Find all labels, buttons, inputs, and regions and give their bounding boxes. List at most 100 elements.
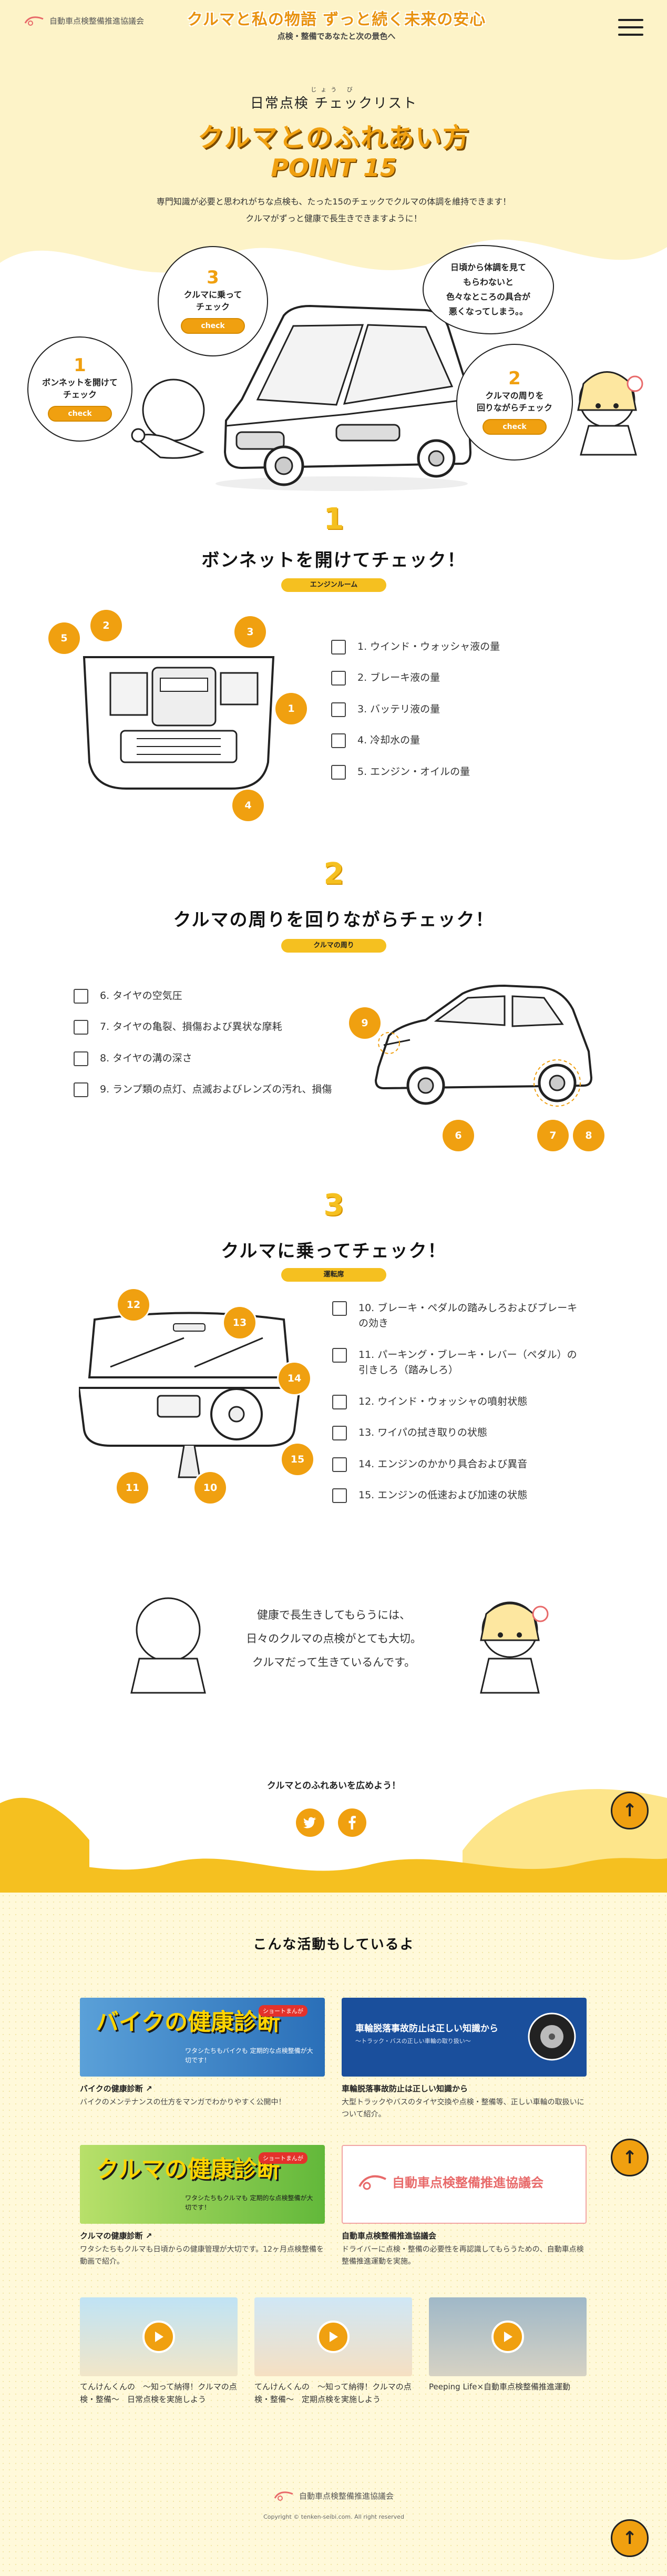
logo-text: 自動車点検整備推進協議会	[49, 16, 145, 26]
play-glyph	[504, 2332, 512, 2342]
video-caption[interactable]: てんけんくんの 〜知って納得！クルマの点検・整備〜 日常点検を実施しよう	[80, 2382, 237, 2404]
logo-mark-icon	[274, 2491, 293, 2501]
checkbox[interactable]	[332, 1426, 347, 1441]
engine-marker[interactable]: 2	[90, 610, 122, 641]
header-logo[interactable]: 自動車点検整備推進協議会	[24, 15, 144, 26]
external-link-icon: ↗	[145, 2231, 152, 2241]
cockpit-marker[interactable]: 12	[118, 1289, 149, 1321]
cockpit-marker[interactable]: 11	[117, 1472, 148, 1504]
checklist-item[interactable]: 10. ブレーキ・ペダルの踏みしろおよびブレーキの効き	[332, 1301, 584, 1332]
checklist-item[interactable]: 12. ウインド・ウォッシャの噴射状態	[332, 1394, 584, 1409]
back-to-top-button[interactable]: ↑	[611, 2139, 649, 2176]
checkbox[interactable]	[332, 1394, 347, 1409]
intro-text: 専門知識が必要と思われがちな点検も、たった15のチェックでクルマの体調を維持でき…	[95, 193, 573, 227]
checklist-item-label: 5. エンジン・オイルの量	[357, 765, 470, 778]
checklist-item[interactable]: 14. エンジンのかかり具合および異音	[332, 1457, 584, 1472]
checkbox[interactable]	[331, 702, 346, 717]
engine-marker[interactable]: 1	[275, 693, 307, 724]
checklist-item-label: 11. パーキング・ブレーキ・レバー（ペダル）の引きしろ（踏みしろ）	[358, 1348, 577, 1376]
intro-line: 専門知識が必要と思われがちな点検も、たった15のチェックでクルマの体調を維持でき…	[156, 197, 511, 207]
car-marker[interactable]: 7	[537, 1120, 569, 1151]
banner-badge: ショートまんが	[259, 2005, 307, 2017]
car-side-illustration	[374, 984, 593, 1107]
cockpit-marker[interactable]: 15	[282, 1444, 313, 1475]
banner-association[interactable]: 自動車点検整備推進協議会	[342, 2145, 587, 2224]
logo-mark-icon	[24, 16, 44, 26]
checkbox[interactable]	[331, 671, 346, 686]
car-marker[interactable]: 9	[349, 1007, 381, 1039]
checklist-item[interactable]: 11. パーキング・ブレーキ・レバー（ペダル）の引きしろ（踏みしろ）	[332, 1347, 584, 1378]
cockpit-marker[interactable]: 14	[279, 1363, 310, 1394]
checklist-item[interactable]: 1. ウインド・ウォッシャ液の量	[331, 639, 573, 655]
checkbox[interactable]	[332, 1347, 347, 1363]
bubble-point-3[interactable]: 3 クルマに乗って チェック check	[158, 246, 268, 356]
video-thumbnail-3[interactable]	[429, 2297, 587, 2376]
checklist-item-label: 10. ブレーキ・ペダルの踏みしろおよびブレーキの効き	[358, 1302, 578, 1330]
card-title[interactable]: バイクの健康診断 ↗	[80, 2083, 152, 2094]
banner-bike-health[interactable]: バイクの健康診断 ショートまんが ワタシたちもバイクも 定期的な点検整備が大切で…	[80, 1998, 325, 2077]
checkbox[interactable]	[74, 1051, 88, 1066]
banner-car-health[interactable]: クルマの健康診断 ショートまんが ワタシたちもクルマも 定期的な点検整備が大切で…	[80, 2145, 325, 2224]
card-title-text: バイクの健康診断	[80, 2084, 143, 2093]
checklist-item[interactable]: 2. ブレーキ液の量	[331, 670, 573, 686]
checkbox[interactable]	[74, 989, 88, 1004]
banner-title: クルマの健康診断	[96, 2156, 280, 2183]
checkbox[interactable]	[331, 640, 346, 655]
checklist-item-label: 2. ブレーキ液の量	[357, 672, 440, 684]
checklist-item[interactable]: 6. タイヤの空気圧	[74, 988, 347, 1004]
card-title[interactable]: 車輪脱落事故防止は正しい知識から	[342, 2084, 468, 2093]
checklist-item[interactable]: 15. エンジンの低速および加速の状態	[332, 1488, 584, 1504]
check-button-3[interactable]: check	[181, 318, 245, 334]
closing-line: 日々のクルマの点検がとても大切。	[246, 1632, 422, 1645]
checkbox[interactable]	[332, 1301, 347, 1316]
checkbox[interactable]	[74, 1082, 88, 1098]
video-caption[interactable]: Peeping Life×自動車点検整備推進運動	[429, 2382, 571, 2391]
play-glyph	[155, 2332, 163, 2342]
engine-marker[interactable]: 5	[48, 622, 80, 654]
cockpit-marker[interactable]: 13	[224, 1307, 255, 1338]
activities-title: こんな活動もしているよ	[253, 1937, 415, 1953]
check-button-1[interactable]: check	[48, 406, 112, 422]
checkbox[interactable]	[332, 1488, 347, 1504]
checkbox[interactable]	[331, 733, 346, 749]
banner-wheel-safety[interactable]: 車輪脱落事故防止は正しい知識から ～トラック・バスの正しい車輪の取り扱い～	[342, 1998, 587, 2077]
checklist-ruby: じょう び	[311, 86, 357, 93]
car-marker[interactable]: 8	[573, 1120, 604, 1151]
thought-line: もらわないと	[463, 277, 514, 287]
checkbox[interactable]	[332, 1457, 347, 1472]
bubble-line: チェック	[63, 390, 97, 400]
twitter-icon[interactable]	[296, 1808, 324, 1837]
checklist-item[interactable]: 13. ワイパの拭き取りの状態	[332, 1425, 584, 1441]
checklist-label-text: 日常点検 チェックリスト	[250, 96, 418, 111]
banner-badge: ショートまんが	[259, 2152, 307, 2164]
card-title[interactable]: クルマの健康診断 ↗	[80, 2230, 152, 2241]
footer-logo[interactable]: 自動車点検整備推進協議会	[268, 2490, 399, 2501]
cockpit-marker[interactable]: 10	[194, 1472, 226, 1504]
checkbox[interactable]	[74, 1020, 88, 1035]
checklist-item[interactable]: 4. 冷却水の量	[331, 733, 573, 749]
checklist-item[interactable]: 5. エンジン・オイルの量	[331, 764, 573, 780]
engine-marker[interactable]: 3	[234, 616, 266, 648]
checklist-item[interactable]: 7. タイヤの亀裂、損傷および異状な摩耗	[74, 1019, 347, 1035]
checklist-item[interactable]: 8. タイヤの溝の深さ	[74, 1051, 347, 1066]
card-desc: ドライバーに点検・整備の必要性を再認識してもらうための、自動車点検整備推進運動を…	[342, 2245, 584, 2266]
facebook-icon[interactable]	[338, 1808, 366, 1837]
card-title[interactable]: 自動車点検整備推進協議会	[342, 2231, 437, 2241]
thought-line: 色々なところの具合が	[446, 292, 530, 302]
checkbox[interactable]	[331, 764, 346, 780]
video-caption[interactable]: てんけんくんの 〜知って納得！クルマの点検・整備〜 定期点検を実施しよう	[254, 2382, 412, 2404]
check-button-2[interactable]: check	[483, 419, 547, 435]
video-thumbnail-1[interactable]	[80, 2297, 238, 2376]
video-thumbnail-2[interactable]	[254, 2297, 412, 2376]
bubble-point-2[interactable]: 2 クルマの周りを 回りながらチェック check	[456, 344, 573, 461]
engine-marker[interactable]: 4	[232, 790, 264, 821]
checklist-item[interactable]: 9. ランプ類の点灯、点滅およびレンズの汚れ、損傷	[74, 1082, 347, 1098]
car-marker[interactable]: 6	[443, 1120, 474, 1151]
checklist-item[interactable]: 3. バッテリ液の量	[331, 702, 573, 717]
cockpit-illustration	[79, 1312, 300, 1478]
bubble-point-1[interactable]: 1 ボンネットを開けて チェック check	[27, 336, 132, 442]
hamburger-icon[interactable]	[616, 16, 645, 39]
back-to-top-button[interactable]: ↑	[611, 2519, 649, 2557]
hero-section: 自動車点検整備推進協議会 クルマと私の物語 ずっと続く未来の安心 点検・整備であ…	[0, 0, 667, 536]
back-to-top-button[interactable]: ↑	[611, 1792, 649, 1829]
